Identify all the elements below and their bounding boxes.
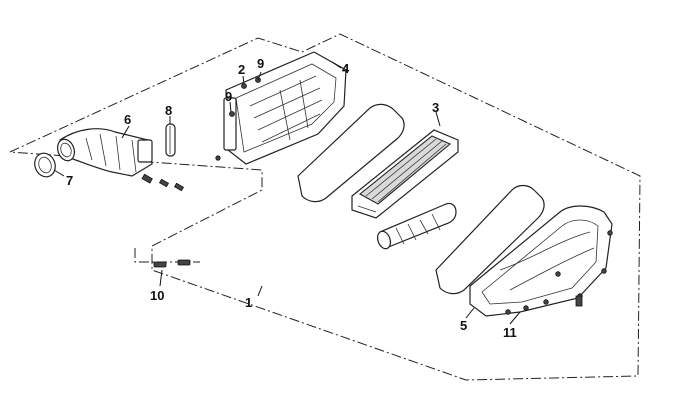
callout-8: 8	[165, 103, 172, 118]
air-filter-element	[351, 129, 459, 219]
callout-7: 7	[66, 173, 73, 188]
clamp-band	[165, 123, 176, 157]
callout-5: 5	[460, 318, 467, 333]
assembly-boundary	[9, 33, 641, 381]
intake-duct	[56, 128, 153, 177]
callout-2: 2	[238, 62, 245, 77]
callout-4: 4	[342, 61, 350, 76]
callout-9-upper: 9	[257, 56, 264, 71]
callout-6: 6	[124, 112, 131, 127]
hose-clamp	[34, 152, 56, 178]
callout-9-lower: 9	[225, 89, 232, 104]
duct-fittings	[141, 173, 185, 192]
callout-1: 1	[245, 295, 252, 310]
cover-gasket	[435, 184, 545, 295]
snorkel-tube	[376, 202, 457, 250]
callout-10: 10	[150, 288, 164, 303]
callout-11: 11	[503, 325, 517, 340]
drain-plug	[575, 295, 583, 307]
mounting-bolts	[153, 259, 191, 268]
bolt-group-boundary	[134, 248, 200, 263]
air-cleaner-cover	[469, 205, 613, 317]
cover-screws	[505, 230, 613, 315]
leader-lines	[53, 61, 521, 325]
case-gasket	[297, 103, 405, 203]
callout-3: 3	[432, 100, 439, 115]
